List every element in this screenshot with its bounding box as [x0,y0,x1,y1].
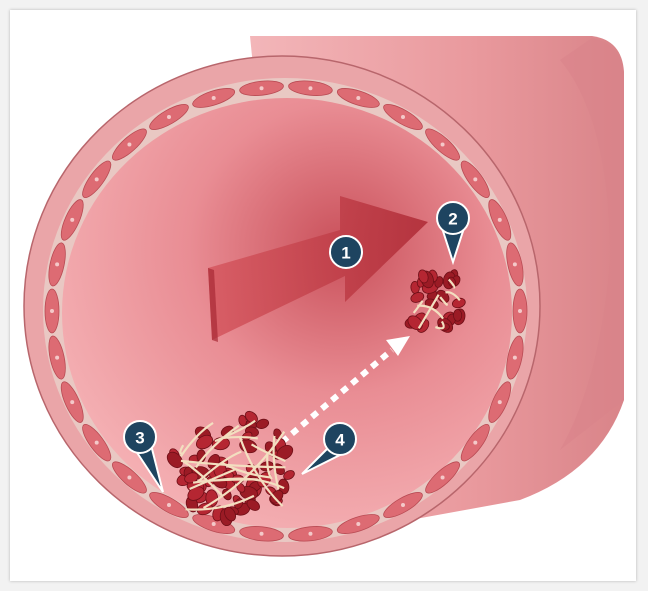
cell-nucleus [498,218,502,222]
cell-nucleus [356,522,360,526]
cell-nucleus [260,86,264,90]
cell-nucleus [401,115,405,119]
cell-nucleus [167,115,171,119]
cell-nucleus [441,143,445,147]
cell-nucleus [167,503,171,507]
cell-nucleus [127,143,131,147]
cell-nucleus [441,475,445,479]
callout-4-label: 4 [335,431,345,450]
callout-2-label: 2 [448,210,457,229]
cell-nucleus [212,96,216,100]
cell-nucleus [95,441,99,445]
callout-1: 1 [330,236,362,268]
cell-nucleus [356,96,360,100]
cell-nucleus [70,400,74,404]
cell-nucleus [70,218,74,222]
callout-3-label: 3 [135,429,144,448]
callout-1-label: 1 [341,244,350,263]
red-blood-cell [453,309,461,321]
cell-nucleus [127,475,131,479]
cell-nucleus [50,309,54,313]
cell-nucleus [513,356,517,360]
vessel-lumen [62,98,512,528]
cell-nucleus [55,356,59,360]
cell-nucleus [95,177,99,181]
cell-nucleus [473,177,477,181]
cell-nucleus [498,400,502,404]
cell-nucleus [473,441,477,445]
cell-nucleus [212,522,216,526]
cell-nucleus [518,309,522,313]
cell-nucleus [55,262,59,266]
cell-nucleus [308,532,312,536]
cell-nucleus [513,262,517,266]
cell-nucleus [401,503,405,507]
cell-nucleus [260,532,264,536]
cell-nucleus [308,86,312,90]
